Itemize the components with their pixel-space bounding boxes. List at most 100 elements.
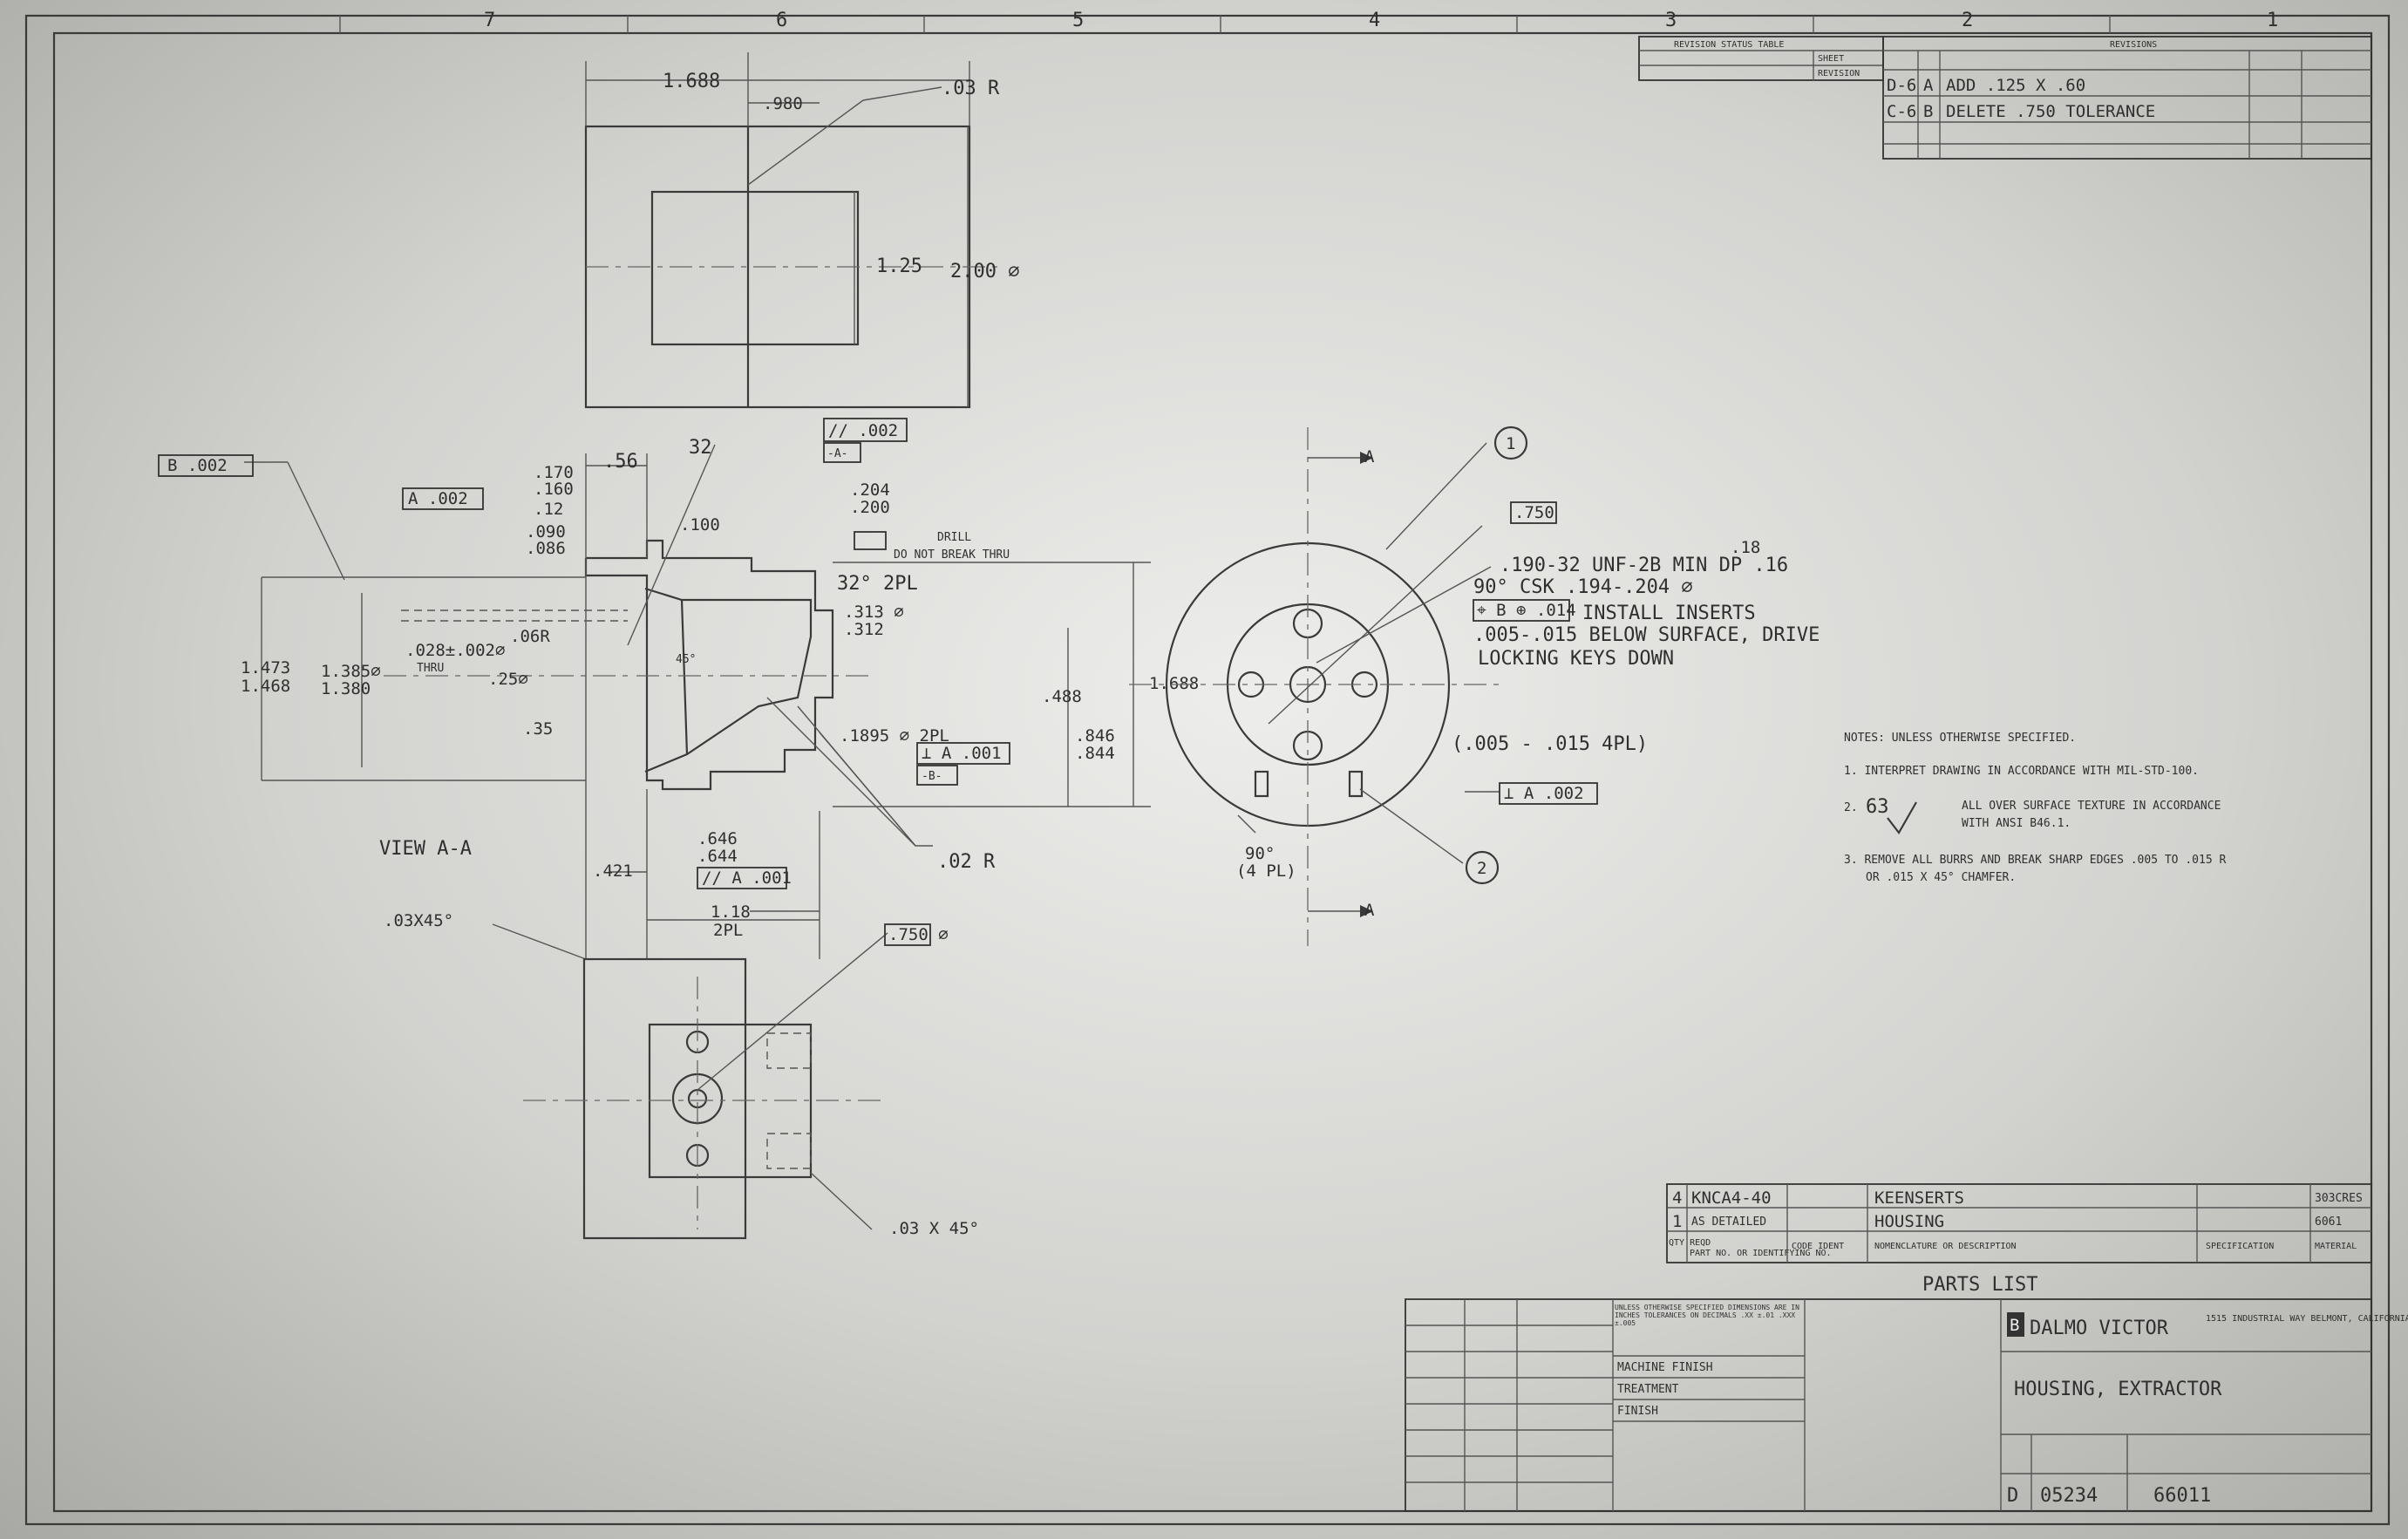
drawing-number: 66011 bbox=[2153, 1485, 2211, 1507]
top-radius: .03 R bbox=[942, 78, 1000, 99]
pl-row2-qty: 1 bbox=[1672, 1212, 1682, 1231]
treatment: TREATMENT bbox=[1617, 1383, 1679, 1396]
dim-750-frame bbox=[1510, 501, 1557, 524]
fcf-perp-a-frame bbox=[916, 742, 1010, 765]
section-title: VIEW A-A bbox=[379, 838, 472, 860]
pl-hdr-qty: QTY REQD bbox=[1669, 1238, 1711, 1248]
bottom-view bbox=[523, 932, 888, 1240]
dim-12: .12 bbox=[534, 500, 563, 519]
tolerance-note: UNLESS OTHERWISE SPECIFIED DIMENSIONS AR… bbox=[1615, 1304, 1799, 1327]
pl-hdr-part: PART NO. OR IDENTIFYING NO. bbox=[1690, 1249, 1832, 1258]
bottom-dim-750-frame bbox=[884, 923, 931, 946]
fcf-flatness-frame bbox=[158, 454, 254, 477]
dim-25: .25∅ bbox=[488, 670, 528, 689]
dim-03x45-top: .03X45° bbox=[384, 911, 453, 930]
dim-1895: .1895 ∅ 2PL bbox=[840, 726, 949, 746]
dim-1473: 1.473 bbox=[241, 658, 290, 678]
dim-204: .204 bbox=[850, 480, 890, 500]
pl-row1-desc: KEENSERTS bbox=[1874, 1188, 1964, 1208]
notes-header: NOTES: UNLESS OTHERWISE SPECIFIED. bbox=[1844, 732, 2076, 745]
keys-note: LOCKING KEYS DOWN bbox=[1478, 648, 1674, 670]
fcf-position-frame bbox=[402, 487, 484, 510]
dim-02r: .02 R bbox=[937, 851, 996, 873]
end-view bbox=[1129, 427, 1500, 946]
top-view bbox=[584, 52, 1003, 409]
pl-hdr-desc: NOMENCLATURE OR DESCRIPTION bbox=[1874, 1242, 2017, 1251]
pos-tol: ⌖ B ⊕ .014 bbox=[1477, 601, 1576, 620]
dim-846: .846 bbox=[1075, 726, 1115, 746]
zone-label-4: 4 bbox=[1369, 10, 1380, 31]
zone-label-6: 6 bbox=[776, 10, 787, 31]
chamfer-note: 32° 2PL bbox=[837, 573, 918, 595]
rev-row-2-desc: DELETE .750 TOLERANCE bbox=[1946, 102, 2155, 121]
pl-hdr-code: CODE IDENT bbox=[1792, 1242, 1844, 1251]
pl-row1-qty: 4 bbox=[1672, 1188, 1682, 1208]
company-name: DALMO VICTOR bbox=[2030, 1318, 2169, 1339]
install-note: INSTALL INSERTS bbox=[1582, 603, 1756, 624]
no-break-note: DO NOT BREAK THRU bbox=[894, 548, 1010, 562]
datum-a-note-frame bbox=[854, 531, 887, 550]
revision-status-table: REVISION STATUS TABLE SHEET REVISION bbox=[1638, 36, 1884, 81]
perp-frame bbox=[1499, 782, 1598, 805]
parts-list bbox=[1666, 1183, 2372, 1263]
zone-label-5: 5 bbox=[1072, 10, 1084, 31]
revisions-title: REVISIONS bbox=[2110, 40, 2157, 50]
bottom-dim-03x45: .03 X 45° bbox=[889, 1219, 979, 1238]
note-2-val: 63 bbox=[1866, 796, 1889, 818]
pl-row1-mat: 303CRES bbox=[2315, 1192, 2363, 1205]
note-2-num: 2. bbox=[1844, 801, 1858, 814]
note-3a: 3. REMOVE ALL BURRS AND BREAK SHARP EDGE… bbox=[1844, 854, 2226, 867]
dim-312: .312 bbox=[844, 620, 884, 639]
bottom-dim-750: .750 ∅ bbox=[888, 925, 949, 944]
top-width-inner: .980 bbox=[763, 94, 803, 113]
dim-4pl: (4 PL) bbox=[1236, 861, 1296, 881]
fcf-parallelism-frame bbox=[823, 418, 908, 442]
rev-row-1-code: D-6 bbox=[1887, 76, 1916, 95]
zone-label-7: 7 bbox=[484, 10, 495, 31]
thread-note: .190-32 UNF-2B MIN DP .16 bbox=[1500, 555, 1788, 576]
dim-005-015: (.005 - .015 4PL) bbox=[1452, 733, 1648, 755]
dim-56: .56 bbox=[603, 451, 638, 473]
title-block bbox=[1405, 1298, 2372, 1512]
dim-086: .086 bbox=[526, 539, 566, 558]
dim-646: .646 bbox=[697, 829, 738, 848]
pl-hdr-mat: MATERIAL bbox=[2315, 1242, 2357, 1251]
note-2b: WITH ANSI B46.1. bbox=[1962, 817, 2071, 830]
dim-421: .421 bbox=[593, 861, 633, 881]
dim-45: 45° bbox=[676, 653, 696, 666]
rev-row-2-rev: B bbox=[1923, 102, 1933, 121]
top-width: 1.688 bbox=[663, 71, 720, 92]
company-logo: B bbox=[2010, 1316, 2019, 1335]
datum-b-frame bbox=[916, 765, 958, 786]
sheet-border-outer bbox=[24, 14, 2391, 1526]
dim-200: .200 bbox=[850, 498, 890, 517]
dim-1385: 1.385∅ bbox=[321, 662, 381, 681]
note-3b: OR .015 X 45° CHAMFER. bbox=[1866, 871, 2016, 884]
datum-a: -A- bbox=[827, 447, 847, 460]
below-note: .005-.015 BELOW SURFACE, DRIVE bbox=[1473, 624, 1820, 646]
leader-03x45-top bbox=[492, 923, 587, 960]
datum-b: -B- bbox=[922, 770, 942, 783]
fcf-flatness: B .002 bbox=[167, 456, 228, 475]
dim-844: .844 bbox=[1075, 744, 1115, 763]
dim-35: .35 bbox=[523, 719, 553, 739]
fcf-parallelism: // .002 bbox=[828, 421, 898, 440]
top-outer-dia: 2.00 ∅ bbox=[950, 261, 1019, 283]
pl-row1-part: KNCA4-40 bbox=[1691, 1188, 1772, 1208]
dim-488: .488 bbox=[1042, 687, 1082, 706]
pl-row2-mat: 6061 bbox=[2315, 1216, 2342, 1229]
dim-750: .750 bbox=[1514, 503, 1554, 522]
pl-hdr-spec: SPECIFICATION bbox=[2206, 1242, 2274, 1251]
fcf-par-a-frame bbox=[697, 867, 787, 889]
sheet-border-inner bbox=[52, 31, 2373, 1513]
dim-644: .644 bbox=[697, 847, 738, 866]
finish: FINISH bbox=[1617, 1405, 1658, 1418]
thru-note: THRU bbox=[417, 662, 444, 675]
rev-row-1-desc: ADD .125 X .60 bbox=[1946, 76, 2085, 95]
drawing-title: HOUSING, EXTRACTOR bbox=[2014, 1379, 2222, 1400]
dim-1688-side: 1.688 bbox=[1149, 674, 1199, 693]
fcf-position: A .002 bbox=[408, 489, 468, 508]
surface-32: 32 bbox=[689, 437, 712, 459]
